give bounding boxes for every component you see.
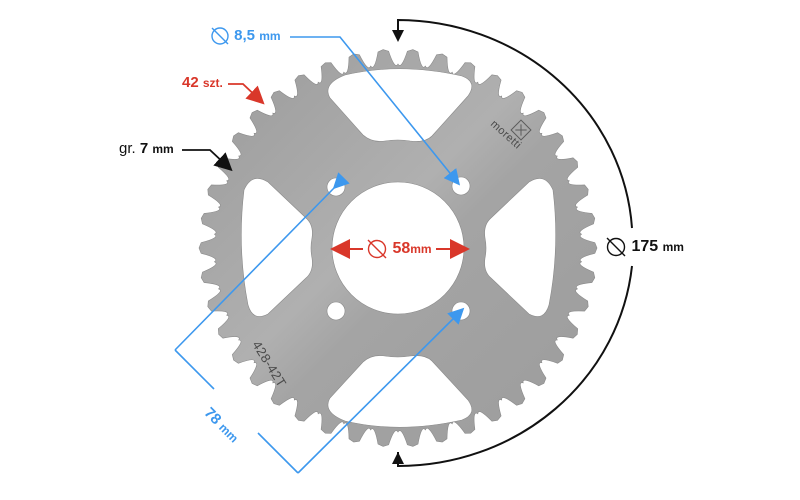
thickness-value: 7 xyxy=(139,140,149,157)
thickness-pointer xyxy=(182,149,233,172)
diameter-icon xyxy=(367,239,387,259)
outer-diameter-unit: mm xyxy=(662,240,684,255)
thickness-unit: mm xyxy=(152,142,174,156)
bolt-hole-value: 8,5 xyxy=(234,26,256,44)
bolt-hole-unit: mm xyxy=(259,28,281,43)
center-bore-unit: mm xyxy=(410,242,432,257)
diameter-icon xyxy=(211,27,229,45)
thickness-label: gr. 7 mm xyxy=(119,141,174,156)
bolt-hole-dimension xyxy=(290,36,461,186)
brand-logo-icon xyxy=(510,119,532,141)
teeth-count-label: 42 szt. xyxy=(182,75,223,90)
bolt-hole-label: 8,5 mm xyxy=(210,26,281,46)
outer-diameter-value: 175 xyxy=(631,238,659,256)
thickness-prefix: gr. xyxy=(119,140,136,157)
center-bore-label: 58mm xyxy=(366,238,432,260)
teeth-count-unit: szt. xyxy=(202,76,223,90)
bolt-spacing-dimension xyxy=(174,172,465,474)
center-bore-value: 58 xyxy=(392,240,411,258)
outer-diameter-dimension xyxy=(392,18,633,468)
outer-diameter-label: 175 mm xyxy=(605,236,684,258)
teeth-count-pointer xyxy=(228,83,265,105)
teeth-count-value: 42 xyxy=(182,74,199,91)
diameter-icon xyxy=(606,237,626,257)
